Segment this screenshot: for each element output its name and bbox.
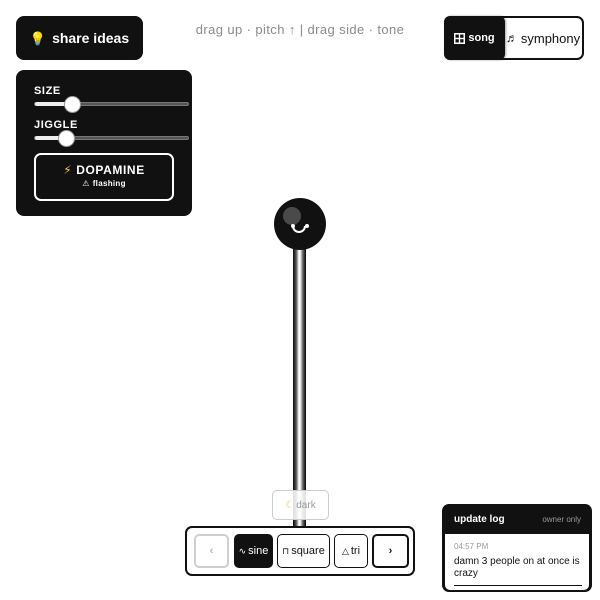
smile (292, 226, 306, 233)
lightbulb-icon: 💡 (29, 30, 47, 46)
grid-icon (454, 32, 466, 44)
update-log-panel: update log owner only 04:57 PM damn 3 pe… (442, 504, 592, 592)
moon-icon: ☾ (285, 499, 295, 511)
gesture-hint: drag up · pitch ↑ | drag side · tone (195, 22, 405, 37)
log-entry-message: damn 3 people on at once is crazy (454, 556, 580, 579)
jiggle-label: JIGGLE (34, 119, 78, 131)
jiggle-slider-thumb[interactable] (58, 131, 74, 146)
pitch-stick[interactable] (293, 246, 306, 532)
dopamine-title: ⚡ DOPAMINE (36, 163, 172, 177)
jiggle-slider-fill (35, 136, 66, 140)
dark-mode-label: dark (296, 499, 316, 511)
music-note-icon: ♬ (505, 31, 518, 45)
share-ideas-button[interactable]: 💡 share ideas (16, 16, 143, 60)
mode-song-label: song (468, 32, 495, 44)
waveform-tri-button[interactable]: △ tri (334, 534, 368, 568)
square-wave-icon: ⊓ (282, 545, 290, 556)
lightning-bolt-icon: ⚡ (63, 163, 73, 177)
waveform-sine-label: sine (248, 545, 269, 557)
size-label: SIZE (34, 85, 61, 97)
next-waveform-button[interactable]: › (372, 534, 409, 568)
waveform-square-label: square (291, 545, 325, 557)
prev-waveform-button[interactable]: ‹ (194, 534, 229, 568)
waveform-sine-button[interactable]: ∿ sine (234, 534, 273, 568)
warning-icon: ⚠ (82, 179, 90, 188)
update-log-title: update log (454, 514, 505, 525)
dark-mode-toggle[interactable]: ☾ dark (272, 490, 329, 520)
waveform-selector: ‹ ∿ sine ⊓ square △ tri › (185, 526, 415, 576)
dopamine-sublabel: flashing (92, 179, 126, 188)
next-label: › (388, 545, 393, 557)
size-slider-fill (35, 102, 72, 106)
dopamine-subtitle: ⚠ flashing (36, 179, 172, 188)
controls-panel: SIZE JIGGLE ⚡ DOPAMINE ⚠ flashing (16, 70, 192, 216)
log-entry-time: 04:57 PM (454, 542, 489, 551)
owner-only-label: owner only (542, 515, 581, 524)
size-slider-thumb[interactable] (64, 97, 80, 112)
dopamine-label: DOPAMINE (76, 163, 145, 177)
mode-toggle: song ♬ symphony (444, 16, 584, 60)
face-shine (283, 207, 301, 225)
mode-song-button[interactable]: song (444, 16, 505, 60)
dopamine-button[interactable]: ⚡ DOPAMINE ⚠ flashing (34, 153, 174, 201)
log-entry-divider (454, 585, 582, 586)
jiggle-slider[interactable] (34, 131, 189, 146)
prev-label: ‹ (209, 545, 214, 557)
right-eye (305, 224, 309, 228)
log-entry: 04:57 PM damn 3 people on at once is cra… (445, 534, 589, 590)
face-knob[interactable] (274, 198, 326, 250)
sine-wave-icon: ∿ (238, 545, 247, 556)
share-ideas-label: share ideas (52, 30, 130, 46)
mode-symphony-button[interactable]: ♬ symphony (504, 18, 582, 58)
waveform-square-button[interactable]: ⊓ square (277, 534, 330, 568)
waveform-tri-label: tri (350, 545, 361, 557)
mode-symphony-label: symphony (520, 30, 581, 46)
triangle-icon: △ (341, 545, 349, 556)
size-slider[interactable] (34, 97, 189, 112)
